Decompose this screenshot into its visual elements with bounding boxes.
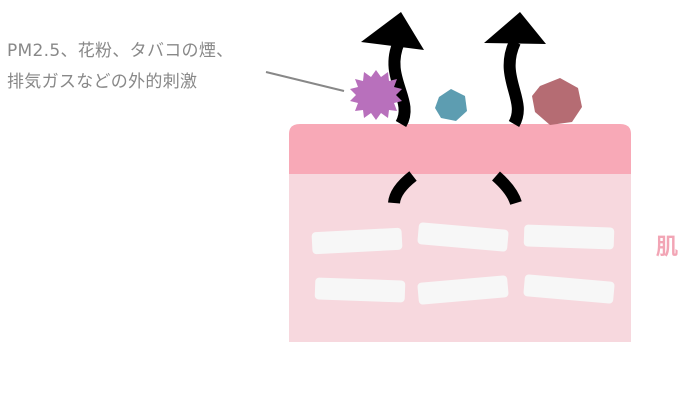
annotation-line-1: PM2.5、花粉、タバコの煙、	[7, 41, 234, 61]
dust-particle-icon	[435, 89, 467, 121]
external-stimuli-annotation: PM2.5、花粉、タバコの煙、 排気ガスなどの外的刺激	[7, 36, 287, 98]
smoke-particle-icon	[532, 78, 582, 125]
up-arrow-icon	[361, 12, 424, 128]
skin-cell	[417, 275, 509, 305]
annotation-leader-line	[265, 71, 345, 92]
up-arrow-icon	[484, 12, 546, 128]
skin-cell	[314, 277, 406, 303]
skin-surface-layer	[289, 124, 631, 174]
arrow-tail-right	[491, 171, 522, 206]
pollen-particle-icon	[350, 70, 402, 120]
annotation-line-2: 排気ガスなどの外的刺激	[7, 72, 198, 92]
skin-cell	[311, 227, 403, 255]
skin-label: 肌	[656, 235, 679, 260]
skin-body	[289, 165, 631, 342]
skin-cell	[523, 224, 615, 250]
arrow-tail-left	[388, 171, 417, 204]
skin-cell	[523, 274, 615, 304]
skin-cells	[311, 222, 615, 305]
skin-cell	[417, 222, 509, 252]
